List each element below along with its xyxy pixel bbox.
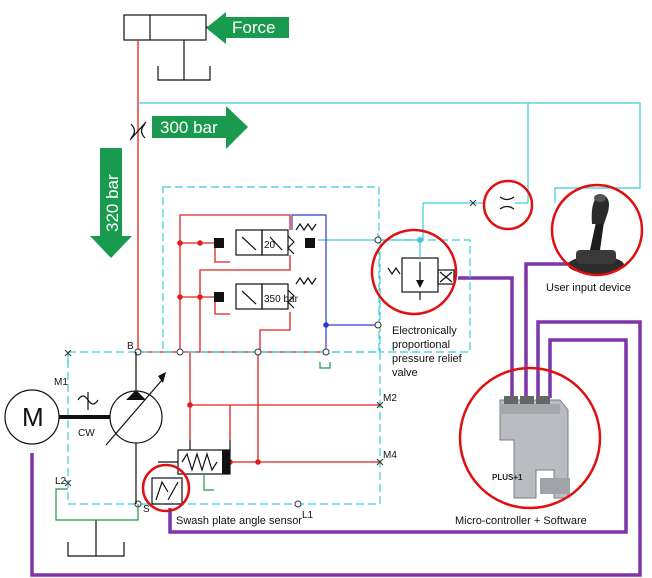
swash-plate-sensor-symbol xyxy=(151,477,183,505)
joystick-icon xyxy=(568,194,624,274)
valve-lower: 350 bar xyxy=(214,276,317,310)
valve-upper: 20 xyxy=(214,222,317,256)
annotations: User input device Electronically proport… xyxy=(176,282,631,527)
port-s: S xyxy=(143,504,150,515)
cross-markers xyxy=(64,199,477,487)
arrow-300-bar: 300 bar xyxy=(152,106,248,149)
relief-valve-label-line2: proportional xyxy=(392,339,450,351)
motor-label: M xyxy=(22,402,44,432)
relief-valve-label-line3: pressure relief xyxy=(392,353,463,365)
cw-label: CW xyxy=(78,428,95,439)
tank-reservoir xyxy=(55,488,139,557)
port-b: B xyxy=(127,341,134,352)
user-input-device-label: User input device xyxy=(546,282,631,294)
swash-plate-actuator xyxy=(158,440,231,491)
variable-pump xyxy=(105,352,166,504)
orifice-symbol xyxy=(499,196,515,210)
brand-label: PLUS+1 xyxy=(492,473,523,482)
hydraulic-cylinder xyxy=(123,14,222,81)
force-label: Force xyxy=(232,18,275,37)
relief-valve-label-line1: Electronically xyxy=(392,325,457,337)
shaft-coupling: CW xyxy=(59,392,110,439)
port-m1: M1 xyxy=(54,377,68,388)
valve-20-label: 20 xyxy=(264,240,276,251)
drain-tank-symbol xyxy=(319,362,331,369)
controller-module-icon: PLUS+1 xyxy=(492,396,570,499)
highlight-circles xyxy=(141,179,644,513)
port-m2: M2 xyxy=(383,393,397,404)
electric-motor: M xyxy=(4,389,60,445)
pressure-320-label: 320 bar xyxy=(103,174,122,232)
drain-lines xyxy=(291,214,378,352)
port-l2: L2 xyxy=(55,476,67,487)
port-markers xyxy=(134,236,382,508)
port-m4: M4 xyxy=(383,450,397,461)
force-arrow: Force xyxy=(206,12,289,44)
valve-350-label: 350 bar xyxy=(264,294,299,305)
arrow-320-bar: 320 bar xyxy=(90,148,132,258)
port-labels: B M1 M2 M4 L2 S L1 xyxy=(54,341,397,521)
pilot-lines xyxy=(67,102,641,505)
pressure-300-label: 300 bar xyxy=(160,118,218,137)
relief-valve-label-line4: valve xyxy=(392,367,418,379)
restrictor-symbol xyxy=(129,121,147,141)
swash-plate-sensor-label: Swash plate angle sensor xyxy=(176,515,302,527)
junction-dots xyxy=(177,240,261,465)
port-l1: L1 xyxy=(302,510,314,521)
pressure-relief-valve-symbol xyxy=(387,237,455,300)
controller-label: Micro-controller + Software xyxy=(455,515,587,527)
